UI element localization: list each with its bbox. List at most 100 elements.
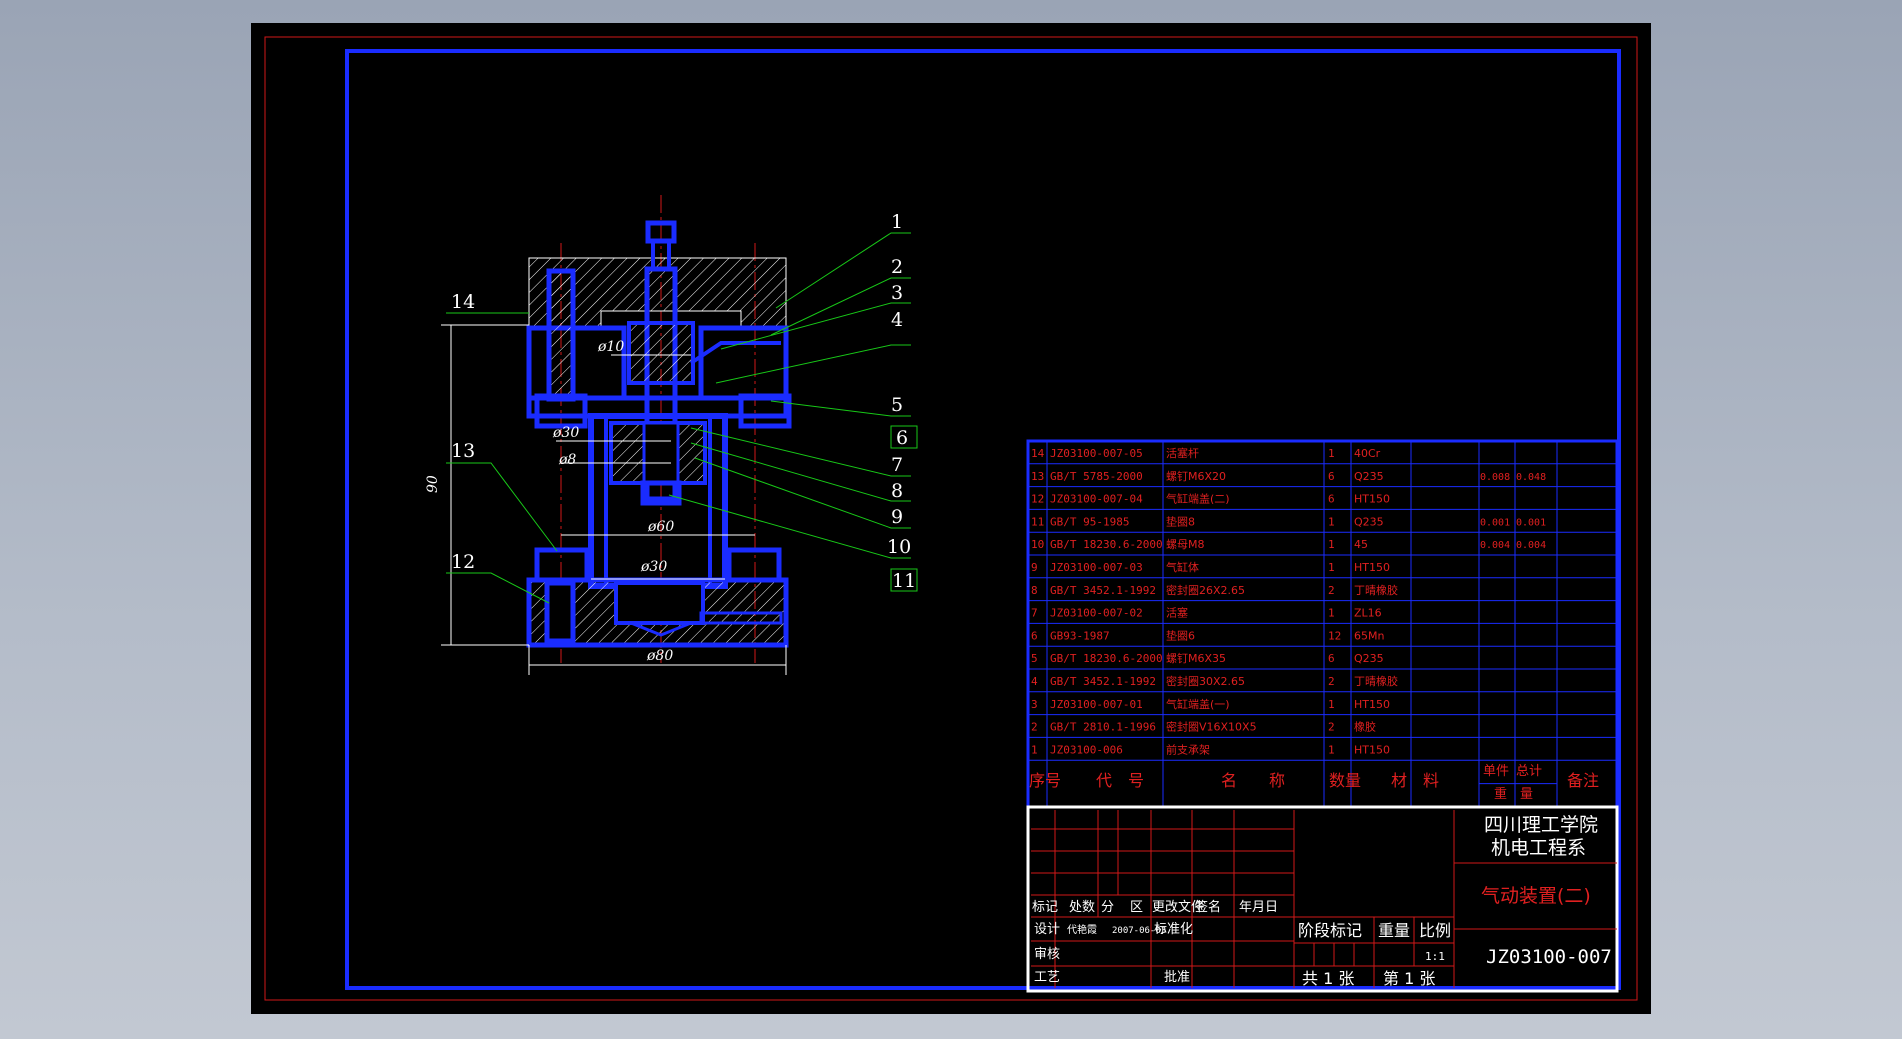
hdr-name: 名 称 bbox=[1221, 771, 1285, 790]
parts-cell-no: 12 bbox=[1031, 493, 1044, 506]
parts-cell-qty: 1 bbox=[1328, 447, 1335, 460]
parts-cell-name: 密封圈V16X10X5 bbox=[1166, 720, 1257, 734]
dim-d60: ø60 bbox=[647, 519, 674, 535]
parts-cell-name: 螺钉M6X20 bbox=[1166, 470, 1226, 483]
parts-cell-total: 0.004 bbox=[1516, 540, 1546, 551]
label-weight: 重量 bbox=[1378, 921, 1410, 940]
callout-1: 1 bbox=[891, 211, 903, 233]
parts-cell-qty: 1 bbox=[1328, 698, 1335, 711]
parts-cell-name: 气缸端盖(一) bbox=[1166, 697, 1230, 711]
dim-d80: ø80 bbox=[646, 648, 673, 664]
callout-10: 10 bbox=[887, 536, 911, 558]
label-stage-mark: 阶段标记 bbox=[1298, 921, 1362, 940]
parts-cell-unit: 0.001 bbox=[1480, 517, 1510, 528]
parts-cell-name: 螺钉M6X35 bbox=[1166, 652, 1226, 665]
parts-cell-name: 活塞 bbox=[1166, 606, 1188, 620]
parts-cell-material: 65Mn bbox=[1354, 629, 1384, 642]
parts-cell-no: 11 bbox=[1031, 515, 1044, 528]
dim-d10: ø10 bbox=[597, 339, 624, 355]
rev-mark: 标记 bbox=[1032, 900, 1058, 915]
parts-cell-code: GB/T 2810.1-1996 bbox=[1050, 721, 1156, 734]
assembly-view: 90 ø80 ø60 ø30 ø10 ø30 ø8 bbox=[425, 195, 918, 675]
callout-9: 9 bbox=[891, 506, 903, 528]
parts-cell-name: 垫圈8 bbox=[1166, 514, 1195, 528]
dim-d8: ø8 bbox=[558, 452, 576, 468]
parts-cell-material: Q235 bbox=[1354, 515, 1384, 528]
hdr-material: 材 料 bbox=[1391, 771, 1439, 790]
parts-cell-qty: 6 bbox=[1328, 470, 1335, 483]
parts-cell-qty: 1 bbox=[1328, 538, 1335, 551]
rev-count: 处数 bbox=[1069, 900, 1095, 915]
parts-cell-name: 密封圈26X2.65 bbox=[1166, 583, 1245, 597]
drawing-frame bbox=[345, 49, 1621, 990]
parts-cell-no: 1 bbox=[1031, 743, 1038, 756]
parts-cell-material: HT150 bbox=[1354, 698, 1390, 711]
department-name: 机电工程系 bbox=[1491, 837, 1586, 859]
hdr-qty: 数量 bbox=[1329, 771, 1361, 790]
parts-cell-unit: 0.004 bbox=[1480, 540, 1510, 551]
parts-cell-qty: 1 bbox=[1328, 743, 1335, 756]
rev-partition: 分 bbox=[1101, 900, 1114, 915]
callout-12: 12 bbox=[451, 551, 475, 573]
dim-d30-lower: ø30 bbox=[640, 559, 667, 575]
rev-date: 年月日 bbox=[1239, 900, 1278, 915]
dim-90: 90 bbox=[425, 475, 441, 493]
parts-cell-material: HT150 bbox=[1354, 561, 1390, 574]
parts-cell-no: 3 bbox=[1031, 698, 1038, 711]
parts-cell-no: 5 bbox=[1031, 652, 1038, 665]
callout-11: 11 bbox=[892, 570, 916, 592]
callout-labels: 1 2 3 4 5 6 7 8 9 10 11 12 13 14 bbox=[451, 211, 916, 592]
parts-cell-no: 13 bbox=[1031, 470, 1044, 483]
parts-cell-code: JZ03100-006 bbox=[1050, 743, 1123, 756]
outer-border bbox=[264, 36, 1638, 1001]
callout-14: 14 bbox=[451, 291, 475, 313]
parts-cell-unit: 0.008 bbox=[1480, 472, 1510, 483]
scale-value: 1:1 bbox=[1425, 950, 1445, 963]
parts-cell-material: 40Cr bbox=[1354, 447, 1381, 460]
parts-cell-qty: 1 bbox=[1328, 607, 1335, 620]
parts-cell-code: JZ03100-007-02 bbox=[1050, 607, 1143, 620]
parts-cell-name: 螺母M8 bbox=[1166, 538, 1205, 551]
parts-cell-code: GB/T 18230.6-2000 bbox=[1050, 652, 1163, 665]
sheet-number: 第 1 张 bbox=[1383, 969, 1435, 988]
parts-cell-code: GB/T 95-1985 bbox=[1050, 515, 1129, 528]
label-approve: 批准 bbox=[1164, 970, 1190, 985]
hdr-seq: 序号 bbox=[1029, 771, 1061, 790]
rev-signature: 签名 bbox=[1195, 899, 1221, 915]
drawing-number: JZ03100-007 bbox=[1486, 946, 1612, 968]
parts-cell-code: JZ03100-007-05 bbox=[1050, 447, 1143, 460]
parts-cell-name: 活塞杆 bbox=[1166, 446, 1199, 460]
callout-2: 2 bbox=[891, 256, 903, 278]
parts-list-header: 序号 代 号 名 称 数量 材 料 单件 总计 重 量 备注 bbox=[1029, 764, 1599, 802]
parts-cell-qty: 1 bbox=[1328, 515, 1335, 528]
hdr-unit: 单件 bbox=[1483, 764, 1509, 779]
parts-cell-no: 9 bbox=[1031, 561, 1038, 574]
rev-change-doc: 更改文件 bbox=[1152, 900, 1204, 915]
parts-cell-material: HT150 bbox=[1354, 493, 1390, 506]
parts-cell-material: 丁晴橡胶 bbox=[1354, 674, 1398, 688]
callout-13: 13 bbox=[451, 440, 475, 462]
parts-cell-code: GB/T 3452.1-1992 bbox=[1050, 675, 1156, 688]
parts-cell-code: JZ03100-007-01 bbox=[1050, 698, 1143, 711]
parts-cell-name: 密封圈30X2.65 bbox=[1166, 674, 1245, 688]
parts-cell-code: GB/T 3452.1-1992 bbox=[1050, 584, 1156, 597]
hdr-code: 代 号 bbox=[1096, 771, 1144, 790]
designer-name: 代艳霞 bbox=[1067, 923, 1097, 936]
parts-cell-material: 橡胶 bbox=[1354, 720, 1376, 734]
parts-cell-no: 2 bbox=[1031, 721, 1038, 734]
callout-7: 7 bbox=[891, 454, 903, 476]
parts-cell-material: Q235 bbox=[1354, 470, 1384, 483]
parts-cell-name: 垫圈6 bbox=[1166, 628, 1195, 642]
school-name: 四川理工学院 bbox=[1484, 814, 1598, 836]
parts-cell-no: 8 bbox=[1031, 584, 1038, 597]
parts-cell-total: 0.001 bbox=[1516, 517, 1546, 528]
dim-d30-upper: ø30 bbox=[552, 425, 579, 441]
callout-6: 6 bbox=[896, 427, 908, 449]
parts-cell-qty: 6 bbox=[1328, 652, 1335, 665]
parts-cell-qty: 2 bbox=[1328, 721, 1335, 734]
parts-cell-no: 6 bbox=[1031, 629, 1038, 642]
parts-cell-total: 0.048 bbox=[1516, 472, 1546, 483]
label-standardization: 标准化 bbox=[1154, 922, 1193, 937]
parts-cell-code: GB/T 18230.6-2000 bbox=[1050, 538, 1163, 551]
